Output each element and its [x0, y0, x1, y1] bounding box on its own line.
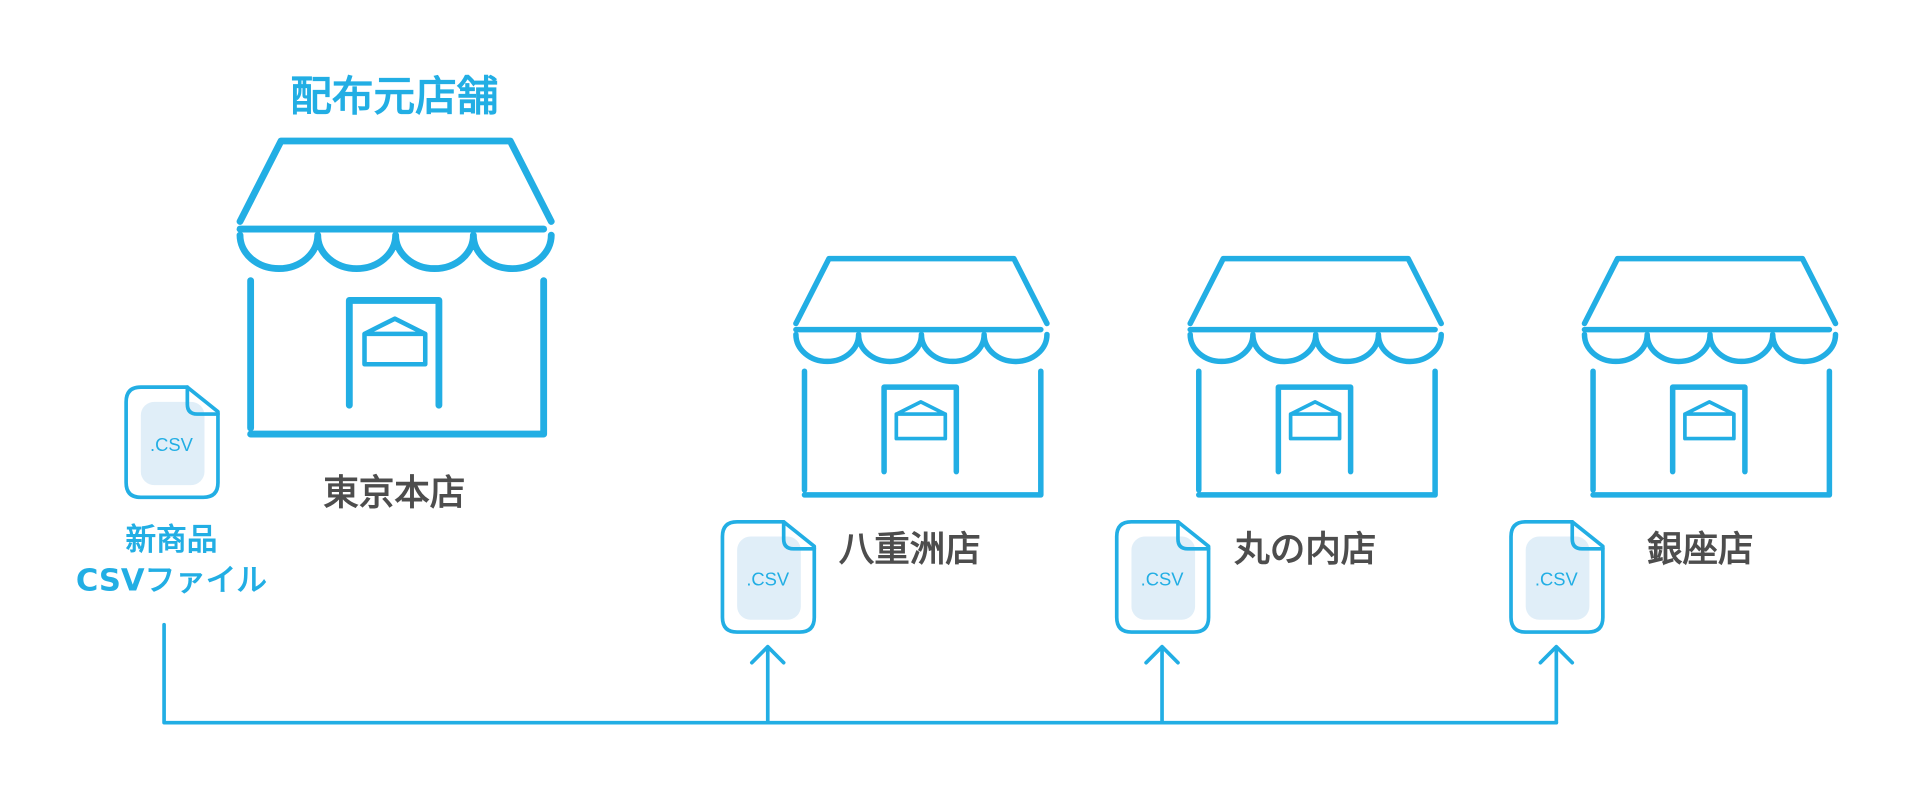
- svg-text:.CSV: .CSV: [1535, 569, 1579, 590]
- store-icon: [796, 259, 1047, 495]
- source-file-label-1: 新商品: [126, 523, 218, 558]
- source-store-name: 東京本店: [323, 473, 465, 514]
- csv-file-icon: .CSV: [124, 385, 220, 500]
- csv-file-icon: .CSV: [1509, 519, 1605, 634]
- svg-text:.CSV: .CSV: [150, 434, 194, 455]
- source-file-label-2: CSVファイル: [76, 563, 267, 598]
- distribution-connector: [162, 622, 1575, 725]
- svg-text:.CSV: .CSV: [746, 569, 790, 590]
- target-store-3: .CSV 銀座店: [1509, 259, 1835, 634]
- csv-file-icon: .CSV: [1114, 519, 1211, 634]
- diagram-title: 配布元店舗: [290, 71, 498, 120]
- arrow-up-icon: [1538, 644, 1575, 725]
- store-name: 八重洲店: [839, 529, 981, 570]
- store-icon: [1584, 259, 1835, 495]
- target-store-1: .CSV 八重洲店: [720, 259, 1047, 634]
- target-store-2: .CSV 丸の内店: [1114, 259, 1441, 634]
- store-name: 丸の内店: [1233, 529, 1376, 570]
- store-icon: [1190, 259, 1441, 495]
- svg-text:.CSV: .CSV: [1141, 569, 1185, 590]
- csv-file-icon: .CSV: [720, 519, 817, 634]
- arrow-up-icon: [1144, 644, 1180, 725]
- store-name: 銀座店: [1647, 529, 1754, 570]
- arrow-up-icon: [750, 644, 786, 725]
- source-store-icon: [240, 141, 551, 434]
